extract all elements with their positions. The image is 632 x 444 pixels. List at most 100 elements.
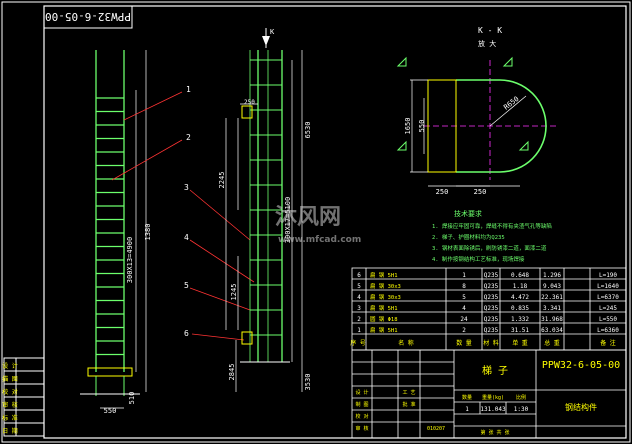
bom-cell-unit: 31.51 — [511, 327, 529, 334]
section-label: K - K — [478, 26, 502, 35]
tb-drawing-no: PPW32-6-05-00 — [542, 360, 620, 371]
dim-kk-250b: 250 — [474, 188, 487, 196]
tb-weight-label: 重量(kg) — [482, 394, 504, 401]
bom-cell-name: 圆 钢 Φ18 — [370, 315, 398, 323]
watermark-url: www.mfcad.com — [278, 235, 361, 245]
tb-role-3: 审 核 — [355, 425, 368, 432]
watermark-logo: 沐风网 — [275, 205, 341, 230]
dim-ladder-height: 1380 — [144, 224, 152, 241]
left-role-3: 审 核 — [2, 401, 18, 409]
note-4: 4. 制作按钢结构工艺标准，现场焊接 — [432, 255, 525, 263]
bom-header-total: 总 重 — [544, 339, 560, 347]
bom-cell-total: 22.361 — [541, 294, 563, 301]
dim-side-1245: 1245 — [230, 284, 238, 301]
left-role-0: 设 计 — [2, 362, 18, 370]
bom-cell-name: 扁 钢 30x3 — [370, 293, 401, 301]
ladder-front-view — [80, 50, 140, 396]
dim-ladder-rungs: 300X13=4900 — [126, 237, 134, 283]
tb-scale-label: 比例 — [516, 394, 526, 401]
dim-kk-radius: R650 — [502, 95, 520, 112]
callout-3: 3 — [184, 183, 189, 192]
bom-cell-qty: 24 — [460, 316, 468, 323]
tb-sheet: 第 张 共 张 — [480, 429, 509, 436]
dim-side-6530: 6530 — [304, 122, 312, 139]
tb-qty-label: 数量 — [462, 394, 472, 401]
bom-cell-name: 扁 钢 5H1 — [370, 326, 398, 334]
rotated-title-box — [43, 5, 133, 29]
note-2: 2. 梯子、护圈材料均为Q235 — [432, 233, 505, 241]
bom-header-qty: 数 量 — [456, 339, 472, 347]
tb-role-4: 工 艺 — [402, 390, 415, 396]
bom-cell-note: L=190 — [599, 272, 617, 279]
bom-cell-mat: Q235 — [484, 305, 499, 312]
bom-cell-unit: 0.835 — [511, 305, 529, 312]
watermark: 沐风网 www.mfcad.com — [275, 205, 361, 245]
notes-title: 技术要求 — [454, 209, 482, 218]
callout-1: 1 — [186, 85, 191, 94]
left-role-2: 校 对 — [2, 388, 18, 396]
bom-cell-no: 3 — [357, 305, 361, 312]
bom-cell-no: 1 — [357, 327, 361, 334]
bom-cell-note: L=6360 — [597, 327, 619, 334]
tb-drawing-name: 梯 子 — [482, 364, 508, 377]
bom-cell-mat: Q235 — [484, 294, 499, 301]
bom-cell-unit: 1.18 — [513, 283, 528, 290]
callout-6: 6 — [184, 329, 189, 338]
bom-header-note: 备 注 — [600, 339, 616, 347]
bom-cell-total: 3.341 — [543, 305, 561, 312]
left-role-1: 描 图 — [2, 375, 18, 383]
inner-frame — [43, 5, 627, 439]
bom-cell-mat: Q235 — [484, 316, 499, 323]
tb-role-5: 批 准 — [402, 401, 415, 408]
rotated-title-text: PPW32-6-05-00 — [45, 10, 131, 23]
tb-role-0: 设 计 — [355, 389, 368, 396]
bom-cell-no: 4 — [357, 294, 361, 301]
dim-kk-250a: 250 — [436, 188, 449, 196]
callout-leaders — [111, 91, 255, 341]
dim-side-top: 250 — [244, 99, 255, 106]
bom-cell-total: 31.968 — [541, 316, 563, 323]
section-scale: 放 大 — [478, 39, 496, 48]
dim-ladder-width: 550 — [104, 407, 117, 415]
callout-4: 4 — [184, 233, 189, 242]
bom-cell-note: L=245 — [599, 305, 617, 312]
dim-side-300x17: 300X17=5100 — [284, 197, 292, 243]
dim-side-3530: 3530 — [304, 374, 312, 391]
bom-cell-total: 63.034 — [541, 327, 563, 334]
bom-cell-name: 扁 钢 5H1 — [370, 304, 398, 312]
bom-cell-mat: Q235 — [484, 327, 499, 334]
bom-cell-note: L=6370 — [597, 294, 619, 301]
bom-cell-name: 扁 钢 5H1 — [370, 271, 398, 279]
tb-qty: 1 — [465, 406, 469, 413]
bom-cell-unit: 4.472 — [511, 294, 529, 301]
dim-side-2845: 2845 — [228, 364, 236, 381]
bom-header-name: 名 称 — [398, 339, 414, 347]
bom-cell-no: 5 — [357, 283, 361, 290]
bom-cell-qty: 5 — [462, 294, 466, 301]
dim-side-2245: 2245 — [218, 172, 226, 189]
title-block — [351, 349, 627, 439]
bom-cell-qty: 1 — [462, 272, 466, 279]
tb-role-1: 制 图 — [355, 401, 368, 408]
bom-cell-name: 扁 钢 30x3 — [370, 282, 401, 290]
bom-cell-total: 9.043 — [543, 283, 561, 290]
dim-kk-550: 550 — [418, 120, 426, 133]
cage-side-dims — [225, 50, 303, 392]
bom-cell-unit: 0.648 — [511, 272, 529, 279]
tb-sub-name: 钢结构件 — [565, 402, 597, 412]
tb-date-code: 010207 — [427, 426, 445, 432]
kk-section-view — [396, 56, 556, 187]
bom-cell-unit: 1.332 — [511, 316, 529, 323]
note-1: 1. 焊接应牢固可靠，焊缝不得有夹渣气孔等缺陷 — [432, 222, 552, 230]
bom-cell-qty: 8 — [462, 283, 466, 290]
bom-cell-mat: Q235 — [484, 283, 499, 290]
bom-cell-no: 6 — [357, 272, 361, 279]
bom-cell-note: L=550 — [599, 316, 617, 323]
callout-2: 2 — [186, 133, 191, 142]
bom-header-mat: 材 料 — [483, 339, 499, 347]
callout-5: 5 — [184, 281, 189, 290]
